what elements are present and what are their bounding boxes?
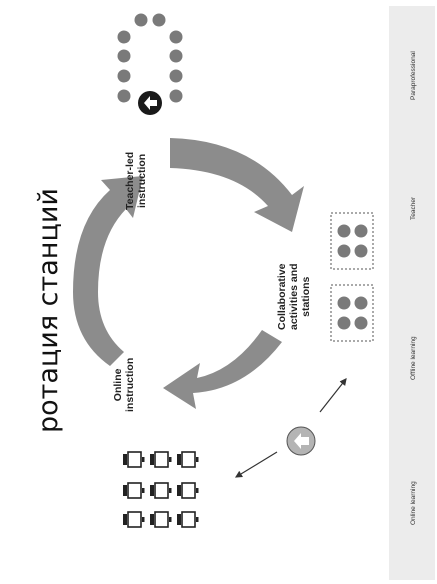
label-online: Online instruction [112,357,136,412]
legend-label-offline: Offline learning [410,336,417,380]
station-box-bottom [330,284,374,342]
arrow-to-station-area [319,378,347,413]
arrow-online-to-teacher [73,176,143,366]
paraprofessional-icon [286,426,316,456]
student-dot [134,13,148,27]
student-dot [169,30,183,44]
student-dot [117,49,131,63]
student-dot [169,89,183,103]
label-teacher-led: Teacher-led instruction [124,151,148,210]
student-dot [169,69,183,83]
arrow-teacher-to-collaborative [170,138,304,232]
arrow-collaborative-to-online [163,330,282,409]
legend [389,6,435,580]
computer-icon [150,511,172,528]
computer-icon [177,482,199,499]
station-box-top [330,212,374,270]
student-dot [117,30,131,44]
legend-label-online: Online learning [410,481,417,525]
computer-icon [177,451,199,468]
computer-icon [123,451,145,468]
student-dot [117,89,131,103]
computer-icon [150,482,172,499]
student-dot [117,69,131,83]
legend-label-paraprofessional: Paraprofessional [410,51,417,100]
online-learning-computers [123,451,199,528]
student-dot [152,13,166,27]
arrow-to-online-area [234,451,278,478]
computer-icon [177,511,199,528]
legend-label-teacher: Teacher [410,196,417,220]
teacher-led-group [117,13,183,115]
teacher-icon [138,91,162,115]
computer-icon [123,482,145,499]
computer-icon [150,451,172,468]
computer-icon [123,511,145,528]
student-dot [169,49,183,63]
label-collaborative: Collaborative activities and stations [276,263,312,330]
